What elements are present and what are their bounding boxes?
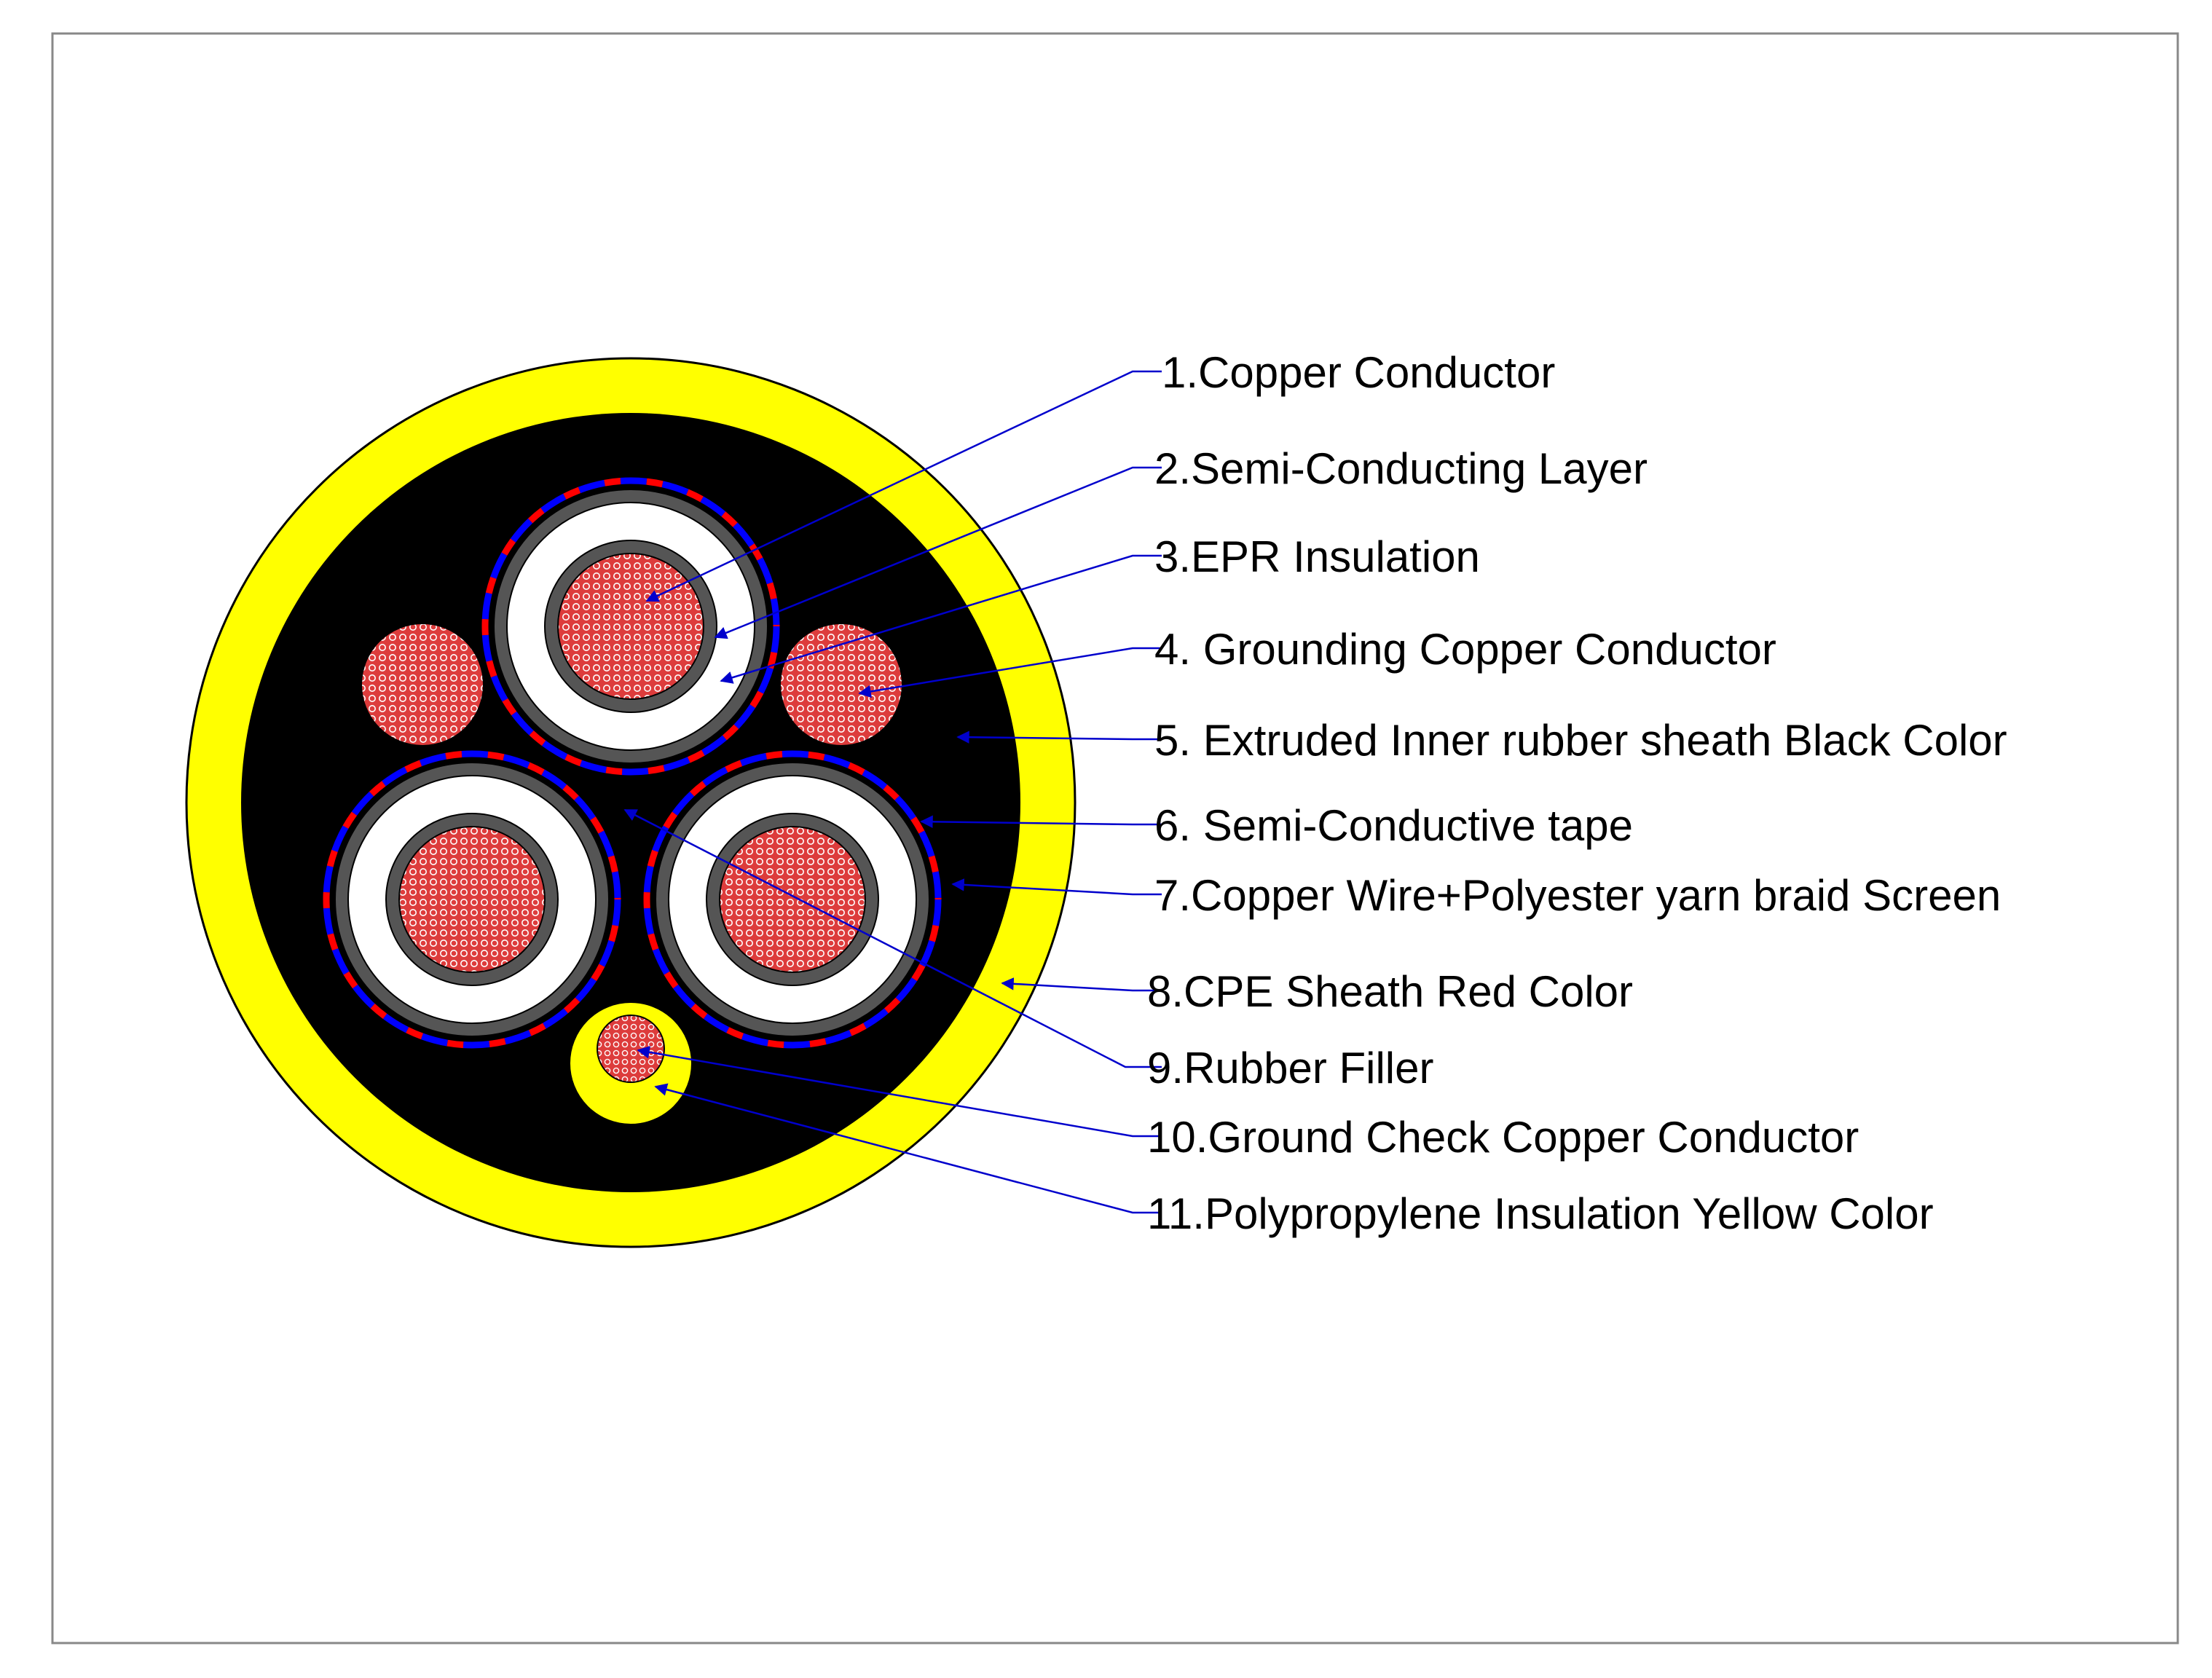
label-semi-conducting-layer: 2.Semi-Conducting Layer: [1154, 444, 1648, 493]
leader-9: [623, 808, 1162, 1068]
grounding-conductor-right: [779, 623, 903, 747]
label-semi-conductive-tape: 6. Semi-Conductive tape: [1154, 801, 1633, 850]
label-inner-rubber-sheath: 5. Extruded Inner rubber sheath Black Co…: [1154, 716, 2007, 765]
copper-conductor-right: [719, 826, 866, 973]
leader-lines: [623, 370, 1162, 1214]
copper-conductor-top: [557, 553, 704, 700]
ground-check-conductor: [597, 1015, 665, 1083]
leader-11: [654, 1083, 1162, 1214]
ground-check-core: [569, 1001, 693, 1125]
power-core-top: [478, 473, 784, 779]
braid-screen-red-top: [481, 477, 780, 776]
braid-screen-red-right: [643, 750, 942, 1049]
leader-4: [858, 647, 1162, 698]
label-copper-wire-braid-screen: 7.Copper Wire+Polyester yarn braid Scree…: [1154, 871, 2001, 920]
drawing-frame: [51, 32, 2179, 1644]
power-cores: [319, 473, 945, 1052]
label-rubber-filler: 9.Rubber Filler: [1147, 1044, 1434, 1092]
label-ground-check-conductor: 10.Ground Check Copper Conductor: [1147, 1113, 1859, 1162]
label-epr-insulation: 3.EPR Insulation: [1154, 532, 1480, 581]
label-grounding-copper-conductor: 4. Grounding Copper Conductor: [1154, 625, 1776, 674]
leader-8: [1001, 977, 1162, 992]
leader-7: [951, 878, 1162, 896]
label-copper-conductor: 1.Copper Conductor: [1162, 348, 1555, 397]
leader-2: [714, 466, 1162, 639]
leader-1: [645, 370, 1162, 602]
leader-3: [720, 554, 1162, 684]
labels: 1.Copper Conductor 2.Semi-Conducting Lay…: [1147, 348, 2007, 1238]
power-core-right: [639, 747, 945, 1052]
grounding-conductor-left: [361, 623, 484, 747]
braid-screen-red-left: [323, 750, 621, 1049]
power-core-left: [319, 747, 625, 1052]
label-cpe-sheath: 8.CPE Sheath Red Color: [1147, 967, 1633, 1016]
leader-6: [920, 815, 1162, 828]
leader-10: [637, 1046, 1162, 1138]
copper-conductor-left: [398, 826, 546, 973]
label-polypropylene-insulation: 11.Polypropylene Insulation Yellow Color: [1147, 1189, 1934, 1238]
leader-5: [956, 730, 1162, 744]
